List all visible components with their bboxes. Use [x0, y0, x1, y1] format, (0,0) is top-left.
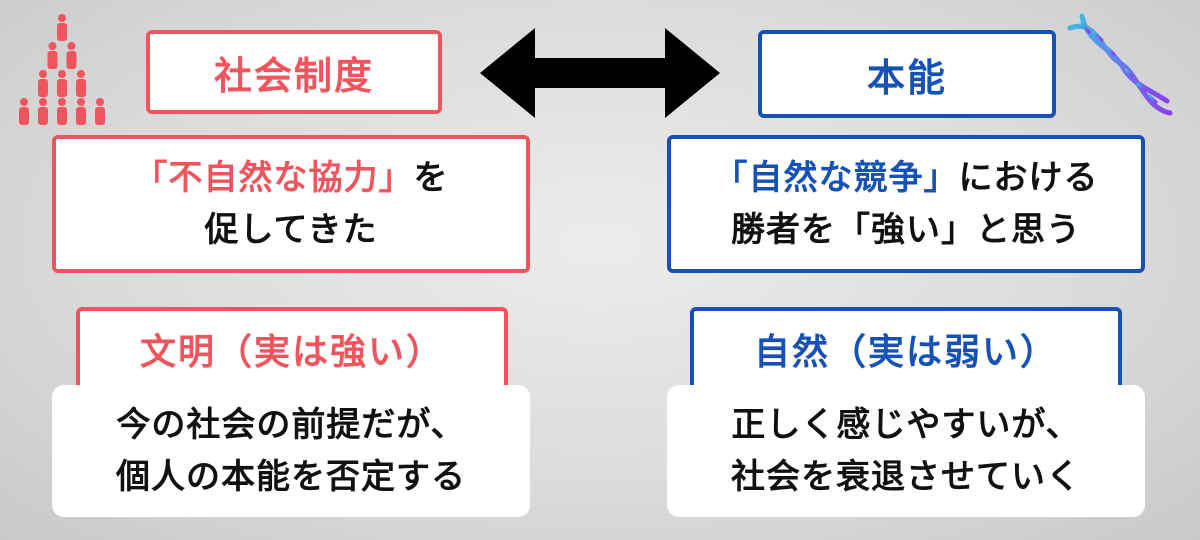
- person-figure-body: [95, 107, 105, 125]
- civilization-tag: 文明（実は強い）: [76, 307, 508, 391]
- person-figure-head: [96, 98, 104, 106]
- social-system-desc-line2: 促してきた: [204, 210, 378, 250]
- person-figure-head: [77, 98, 85, 106]
- instinct-title: 本能: [758, 30, 1056, 118]
- person-figure-body: [38, 79, 48, 97]
- nature-note-line2: 社会を衰退させていく: [731, 457, 1081, 497]
- person-figure-body: [57, 23, 67, 41]
- nature-note-line1: 正しく感じやすいが、: [731, 405, 1081, 445]
- instinct-description: 「自然な競争」における 勝者を「強い」と思う: [667, 135, 1145, 273]
- social-system-description: 「不自然な協力」を 促してきた: [52, 135, 530, 273]
- instinct-desc-rest: における: [958, 158, 1099, 198]
- social-system-desc-line1: 「不自然な協力」を: [134, 152, 449, 204]
- person-figure-head: [48, 42, 57, 50]
- person-figure-body: [19, 107, 29, 125]
- person-figure-body: [38, 107, 48, 125]
- instinct-desc-line2: 勝者を「強い」と思う: [731, 210, 1081, 250]
- person-figure-head: [77, 70, 85, 78]
- dna-icon: [1067, 13, 1173, 116]
- nature-note: 正しく感じやすいが、 社会を衰退させていく: [667, 385, 1145, 517]
- social-system-desc-rest: を: [413, 158, 449, 198]
- instinct-desc-highlight: 「自然な競争」: [713, 158, 959, 198]
- social-system-title-text: 社会制度: [213, 53, 374, 98]
- double-arrow-icon: [480, 28, 720, 118]
- person-figure-head: [58, 70, 66, 78]
- person-figure-body: [47, 51, 58, 69]
- person-figure-body: [57, 79, 67, 97]
- person-figure-head: [67, 42, 76, 50]
- person-figure-head: [20, 98, 28, 106]
- social-system-title: 社会制度: [146, 30, 442, 114]
- people-pyramid-icon: [19, 14, 105, 125]
- person-figure-head: [58, 14, 66, 22]
- nature-tag-text: 自然（実は弱い）: [753, 332, 1058, 373]
- person-figure-head: [39, 98, 47, 106]
- civilization-note: 今の社会の前提だが、 個人の本能を否定する: [52, 385, 530, 517]
- civilization-note-line2: 個人の本能を否定する: [116, 457, 466, 497]
- instinct-title-text: 本能: [866, 55, 947, 100]
- person-figure-body: [57, 107, 67, 125]
- person-figure-body: [66, 51, 77, 69]
- civilization-note-line1: 今の社会の前提だが、: [116, 405, 466, 445]
- instinct-desc-line1: 「自然な競争」における: [714, 152, 1099, 204]
- social-system-desc-highlight: 「不自然な協力」: [133, 158, 414, 198]
- person-figure-head: [39, 70, 47, 78]
- civilization-tag-text: 文明（実は強い）: [139, 332, 444, 373]
- person-figure-head: [58, 98, 66, 106]
- nature-tag: 自然（実は弱い）: [690, 307, 1122, 391]
- person-figure-body: [76, 107, 86, 125]
- person-figure-body: [76, 79, 86, 97]
